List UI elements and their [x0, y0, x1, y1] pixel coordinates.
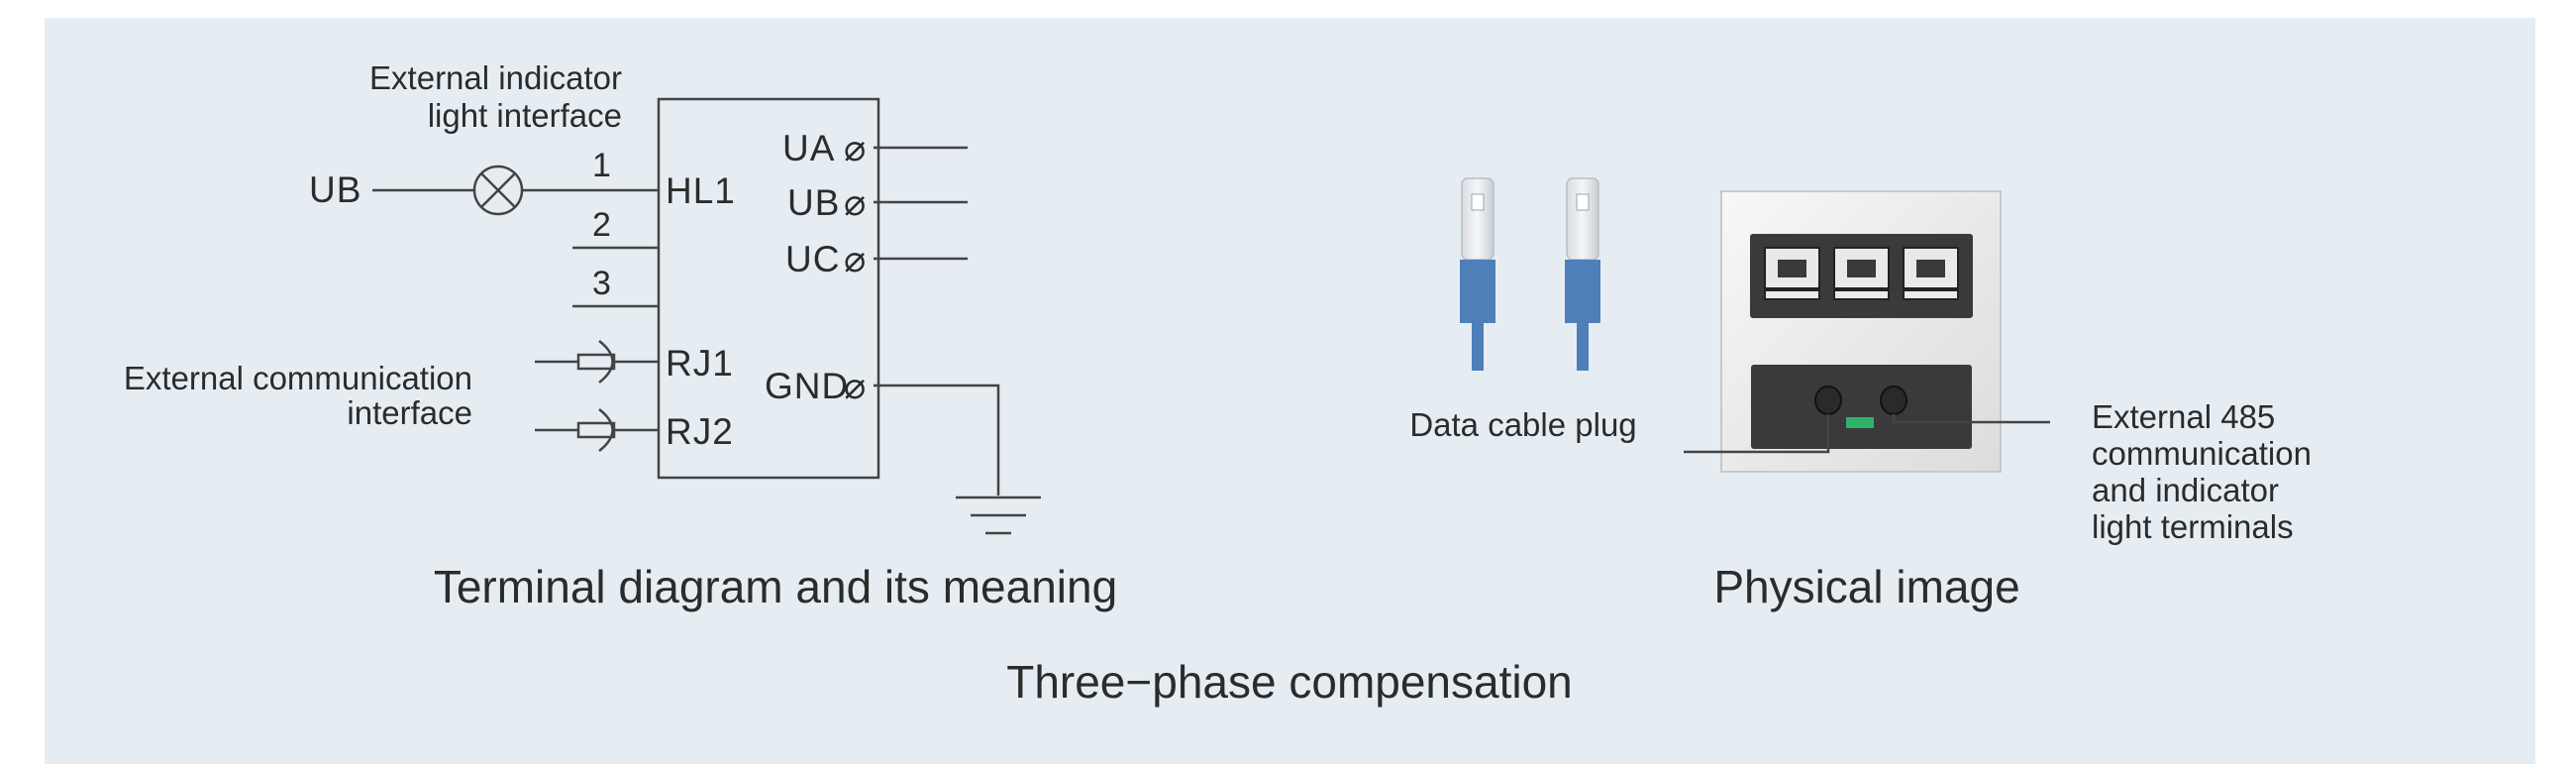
physical-image-caption: Physical image — [1713, 561, 2019, 612]
device-photo — [1720, 190, 2002, 473]
background-panel — [45, 18, 2535, 766]
ub-source-label: UB — [309, 169, 361, 210]
ground-icon — [956, 495, 1041, 535]
pin-uc: UC — [785, 239, 840, 279]
socket-1-icon — [1764, 247, 1820, 300]
terminal-symbol-ua: ⌀ — [844, 128, 867, 168]
ext-indicator-label-line2: light interface — [428, 97, 622, 134]
pin-rj1: RJ1 — [666, 343, 734, 384]
data-cable-plug-2-icon — [1565, 177, 1600, 371]
pin-gnd: GND — [765, 366, 849, 406]
ext-indicator-label-line1: External indicator — [369, 59, 622, 96]
terminal-block — [657, 97, 880, 480]
pin-hl1: HL1 — [666, 170, 736, 211]
terminal-symbol-ub: ⌀ — [844, 182, 867, 223]
terminal-symbol-uc: ⌀ — [844, 239, 867, 279]
data-cable-plug-1-icon — [1460, 177, 1495, 371]
wire-number-1: 1 — [592, 147, 611, 184]
rj2-plug-icon — [535, 408, 659, 452]
terminal-diagram: External indicator light interface UB 1 … — [124, 59, 1117, 612]
footer-caption: Three−phase compensation — [1006, 656, 1573, 708]
terminal-symbol-gnd: ⌀ — [844, 366, 867, 406]
pin-ua: UA — [782, 128, 835, 168]
terminal-label-line3: and indicator — [2092, 472, 2279, 508]
ext-comm-label-line2: interface — [347, 394, 472, 431]
pin-ub: UB — [787, 182, 840, 223]
ext-comm-label-line1: External communication — [124, 360, 472, 396]
data-cable-plug-label: Data cable plug — [1409, 406, 1636, 443]
terminal-diagram-caption: Terminal diagram and its meaning — [434, 561, 1117, 612]
socket-2-icon — [1833, 247, 1890, 300]
socket-3-icon — [1903, 247, 1959, 300]
terminal-label-line2: communication — [2092, 435, 2312, 472]
wire-number-3: 3 — [592, 265, 611, 302]
terminal-label-line4: light terminals — [2092, 508, 2294, 545]
physical-image: Data cable plug — [1409, 177, 2312, 612]
pin-rj2: RJ2 — [666, 411, 734, 452]
rj1-plug-icon — [535, 340, 659, 384]
wire-number-2: 2 — [592, 206, 611, 244]
terminal-label-line1: External 485 — [2092, 398, 2275, 435]
